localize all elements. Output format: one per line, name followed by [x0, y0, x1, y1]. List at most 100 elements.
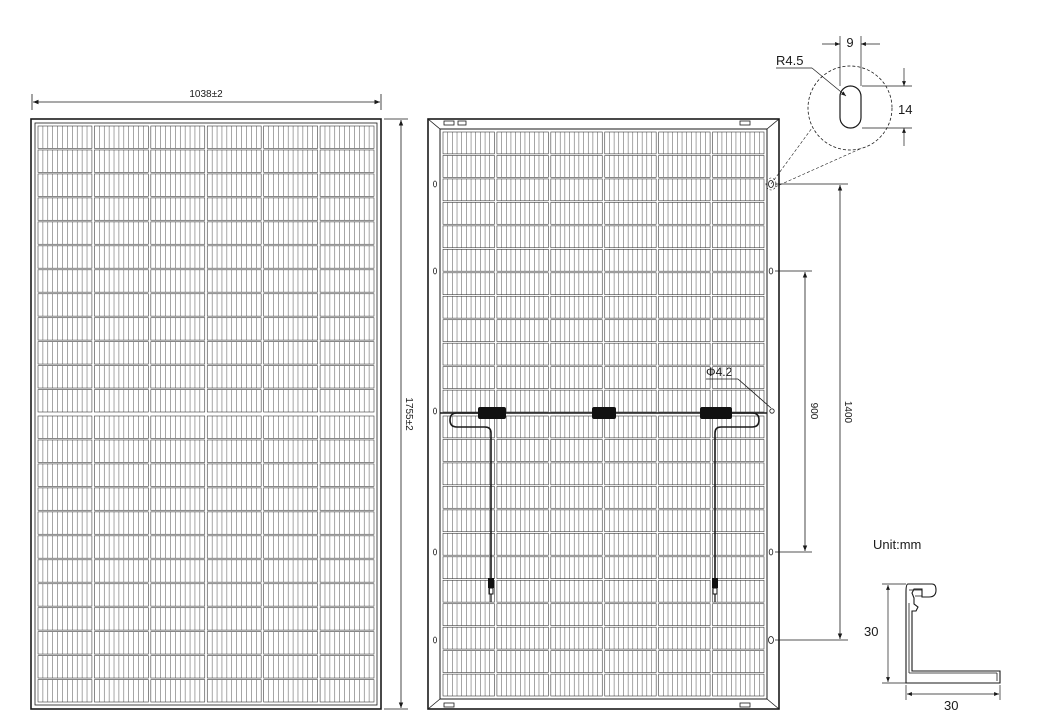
cell-finger-lines [324, 317, 370, 341]
solar-cell [496, 603, 549, 626]
solar-cell [263, 487, 318, 511]
solar-cell [37, 583, 93, 607]
solar-cell [550, 486, 603, 509]
cell-finger-lines [447, 509, 490, 532]
cell-finger-lines [155, 511, 201, 535]
cell-finger-lines [501, 674, 544, 696]
solar-cell [263, 607, 318, 631]
cell-finger-lines [211, 607, 257, 631]
cell-finger-lines [42, 221, 88, 245]
solar-cell [37, 631, 93, 655]
cell-finger-lines [99, 341, 144, 365]
cell-finger-lines [447, 580, 490, 603]
cell-finger-lines [155, 389, 201, 412]
solar-cell [94, 511, 149, 535]
solar-cell [319, 415, 375, 439]
cell-finger-lines [609, 132, 652, 154]
solar-cell [94, 245, 149, 269]
cell-finger-lines [609, 272, 652, 295]
solar-cell [604, 202, 657, 225]
solar-cell [658, 131, 711, 155]
solar-cell [658, 202, 711, 225]
solar-cell [150, 679, 206, 703]
solar-cell [604, 389, 657, 413]
solar-cell [263, 173, 318, 197]
solar-cell [658, 178, 711, 202]
solar-cell [319, 125, 375, 149]
solar-cell [442, 439, 495, 462]
cell-finger-lines [268, 293, 313, 317]
cell-finger-lines [155, 317, 201, 341]
cell-finger-lines [717, 249, 760, 272]
cell-finger-lines [268, 416, 313, 439]
solar-cell [712, 155, 765, 178]
back-frame-outer [427, 118, 780, 710]
front-height-dimension: 1755±2 [384, 118, 414, 710]
cell-finger-lines [99, 197, 144, 221]
solar-cell [150, 365, 206, 389]
cell-finger-lines [717, 296, 760, 319]
solar-cell [94, 439, 149, 463]
solar-cell [150, 583, 206, 607]
cell-finger-lines [155, 126, 201, 149]
solar-cell [442, 462, 495, 486]
cell-finger-lines [501, 416, 544, 438]
solar-cell [263, 583, 318, 607]
solar-cell [319, 389, 375, 413]
cell-finger-lines [663, 439, 706, 462]
cell-finger-lines [447, 202, 490, 225]
cell-finger-lines [717, 439, 760, 462]
cell-finger-lines [501, 225, 544, 248]
solar-cell [206, 293, 262, 317]
cell-finger-lines [324, 293, 370, 317]
cell-finger-lines [268, 221, 313, 245]
solar-cell [658, 415, 711, 439]
solar-cell [496, 249, 549, 272]
solar-cell [94, 173, 149, 197]
solar-cell [550, 626, 603, 650]
cell-finger-lines [268, 583, 313, 607]
cell-finger-lines [324, 679, 370, 702]
cell-finger-lines [155, 679, 201, 702]
solar-cell [712, 533, 765, 556]
solar-cell [206, 655, 262, 679]
right-frame-holes [768, 180, 775, 644]
solar-cell [37, 269, 93, 293]
cell-finger-lines [155, 439, 201, 463]
solar-cell [94, 149, 149, 173]
solar-cell [550, 579, 603, 603]
cell-finger-lines [663, 343, 706, 366]
cell-finger-lines [42, 487, 88, 511]
cell-finger-lines [447, 533, 490, 556]
solar-cell [658, 225, 711, 249]
cell-finger-lines [324, 439, 370, 463]
cell-finger-lines [501, 155, 544, 178]
cell-finger-lines [42, 365, 88, 389]
cell-finger-lines [211, 269, 257, 293]
cell-finger-lines [663, 674, 706, 696]
solar-cell [442, 155, 495, 178]
cell-finger-lines [42, 173, 88, 197]
cell-finger-lines [42, 607, 88, 631]
solar-cell [442, 272, 495, 295]
front-width-label: 1038±2 [189, 89, 223, 100]
slot-radius-label: R4.5 [776, 53, 803, 68]
solar-cell [550, 225, 603, 249]
cell-finger-lines [609, 509, 652, 532]
solar-cell [658, 342, 711, 366]
solar-cell [658, 462, 711, 486]
cell-finger-lines [555, 509, 598, 532]
cell-finger-lines [211, 679, 257, 702]
solar-cell [604, 272, 657, 295]
solar-cell [263, 149, 318, 173]
cell-finger-lines [211, 511, 257, 535]
solar-cell [442, 673, 495, 697]
cell-finger-lines [268, 197, 313, 221]
cell-finger-lines [663, 155, 706, 178]
solar-cell [442, 342, 495, 366]
cell-finger-lines [501, 580, 544, 603]
cell-finger-lines [99, 463, 144, 487]
cell-finger-lines [211, 126, 257, 149]
cell-finger-lines [609, 416, 652, 438]
cell-finger-lines [99, 245, 144, 269]
